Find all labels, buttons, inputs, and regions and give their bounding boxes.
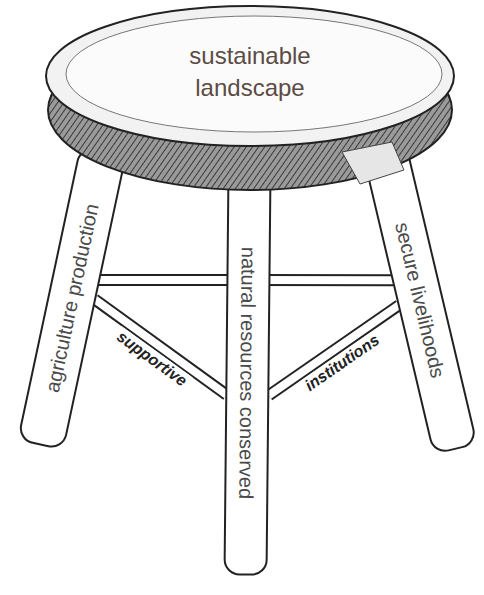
leg-label: secure livelihoods bbox=[392, 220, 448, 379]
seat-label: sustainable landscape bbox=[150, 40, 350, 105]
stool-seat: sustainable landscape bbox=[42, 2, 458, 194]
seat-inner bbox=[66, 16, 442, 132]
stool-leg: natural resources conserved bbox=[224, 170, 272, 575]
rung-outline bbox=[95, 299, 227, 395]
leg-label: agriculture production bbox=[42, 201, 102, 393]
stool-leg: agriculture production bbox=[17, 145, 127, 450]
rung-body bbox=[269, 305, 399, 395]
stool-rung bbox=[269, 305, 399, 395]
stool-leg: secure livelihoods bbox=[363, 145, 479, 456]
rung-outline bbox=[269, 305, 399, 395]
seat-top bbox=[46, 6, 454, 146]
leg-label: natural resources conserved bbox=[237, 246, 259, 499]
rung-body bbox=[95, 299, 227, 395]
stool-rung bbox=[95, 299, 227, 395]
